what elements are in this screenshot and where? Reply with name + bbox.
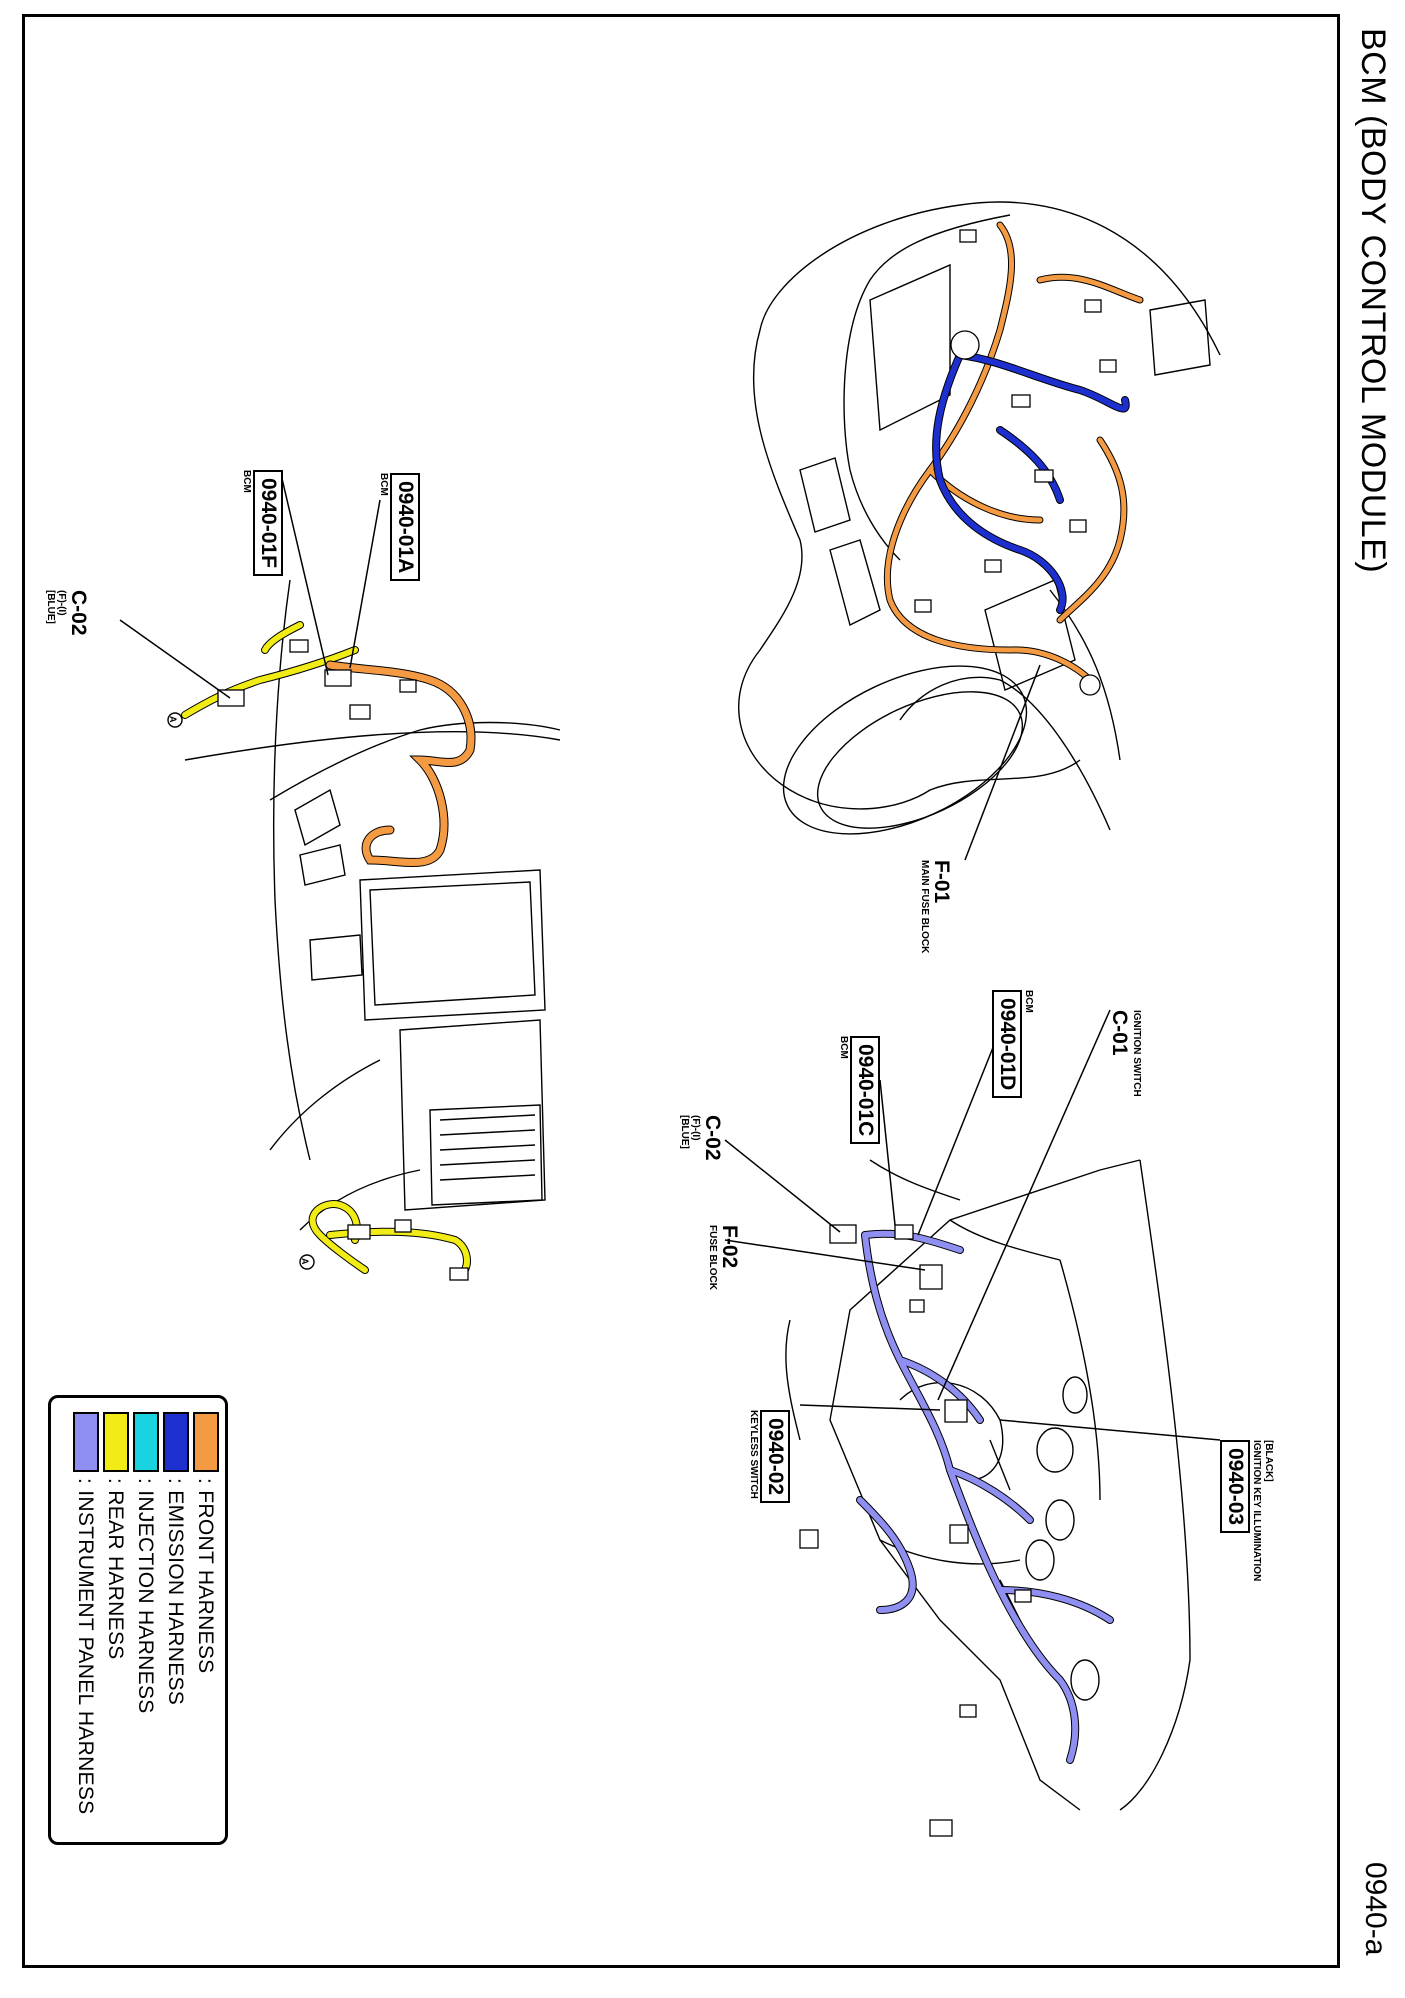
legend-swatch	[163, 1412, 189, 1472]
callout-caption-1: [BLACK]	[1263, 1440, 1274, 1482]
connector-line-2: [BLUE]	[679, 1115, 690, 1149]
callout-id: 0940-01A	[390, 473, 420, 582]
panel-leaders	[724, 1009, 1221, 1441]
upper-connectors	[217, 639, 469, 1281]
connector-line-2: [BLUE]	[45, 590, 56, 624]
front-harness-upper	[326, 661, 475, 866]
legend-label: : REAR HARNESS	[104, 1478, 127, 1660]
connector-caption: MAIN FUSE BLOCK	[919, 860, 930, 954]
rear-harness-upper-outline	[181, 621, 471, 1279]
harness-legend: : FRONT HARNESS : EMISSION HARNESS : INJEC…	[48, 1395, 228, 1845]
engine-bay-outline	[738, 201, 1221, 835]
engine-connectors	[914, 229, 1117, 696]
emission-harness	[933, 352, 1129, 613]
fuse-block-f02: F-02 FUSE BLOCK	[707, 1225, 741, 1290]
connector-id: C-02	[701, 1115, 724, 1161]
fuse-caption: FUSE BLOCK	[707, 1225, 718, 1290]
ignition-id: C-01	[1108, 1010, 1131, 1056]
callout-0940-01f: 0940-01F BCM	[241, 470, 283, 576]
f01-leader	[964, 664, 1041, 861]
connector-line-1: (F)-(I)	[690, 1115, 701, 1141]
callout-0940-01c: 0940-01C BCM	[838, 1036, 880, 1145]
callout-id: 0940-01D	[992, 990, 1022, 1099]
callout-0940-01a: 0940-01A BCM	[378, 473, 420, 582]
legend-label: : INSTRUMENT PANEL HARNESS	[74, 1478, 97, 1815]
marker-a-2: A	[300, 1258, 310, 1265]
callout-caption: KEYLESS SWITCH	[748, 1410, 759, 1499]
page-border	[22, 14, 1340, 1968]
legend-swatch	[133, 1412, 159, 1472]
legend-swatch	[193, 1412, 219, 1472]
legend-swatch	[73, 1412, 99, 1472]
marker-a-1: A	[168, 716, 178, 723]
panel-connectors	[799, 1224, 1032, 1837]
callout-id: 0940-02	[760, 1410, 790, 1504]
callout-caption: BCM	[378, 473, 389, 496]
callout-id: 0940-01C	[850, 1036, 880, 1145]
connector-c02-panel: C-02 (F)-(I) [BLUE]	[679, 1115, 724, 1161]
callout-caption: BCM	[838, 1036, 849, 1059]
callout-0940-02: 0940-02 KEYLESS SWITCH	[748, 1410, 790, 1504]
callout-0940-03: 0940-03 [BLACK] IGNITION KEY ILLUMINATIO…	[1220, 1440, 1274, 1581]
connector-f01: F-01 MAIN FUSE BLOCK	[919, 860, 953, 954]
ignition-switch-c01: C-01 IGNITION SWITCH	[1108, 1010, 1142, 1097]
ignition-caption: IGNITION SWITCH	[1131, 1010, 1142, 1097]
connector-line-1: (F)-(I)	[56, 590, 67, 616]
connector-c02-upper: C-02 (F)-(I) [BLUE]	[45, 590, 90, 636]
emission-harness-outline	[932, 351, 1130, 614]
connector-id: F-01	[930, 860, 953, 904]
callout-caption-2: IGNITION KEY ILLUMINATION	[1251, 1440, 1262, 1582]
rear-harness-upper	[182, 622, 470, 1278]
upper-leaders	[119, 469, 381, 699]
legend-label: : EMISSION HARNESS	[164, 1478, 187, 1706]
fuse-id: F-02	[718, 1225, 741, 1269]
connector-id: C-02	[67, 590, 90, 636]
callout-caption: BCM	[241, 470, 252, 493]
callout-id: 0940-01F	[253, 470, 283, 576]
callout-0940-01d: 0940-01D BCM	[992, 990, 1034, 1099]
legend-swatch	[103, 1412, 129, 1472]
dash-outline	[167, 579, 561, 1270]
legend-label: : FRONT HARNESS	[194, 1478, 217, 1674]
instrument-harness-outline	[856, 1229, 1114, 1764]
callout-caption: BCM	[1023, 990, 1034, 1013]
instrument-harness	[857, 1230, 1113, 1763]
callout-id: 0940-03	[1220, 1440, 1250, 1534]
legend-label: : INJECTION HARNESS	[134, 1478, 157, 1714]
